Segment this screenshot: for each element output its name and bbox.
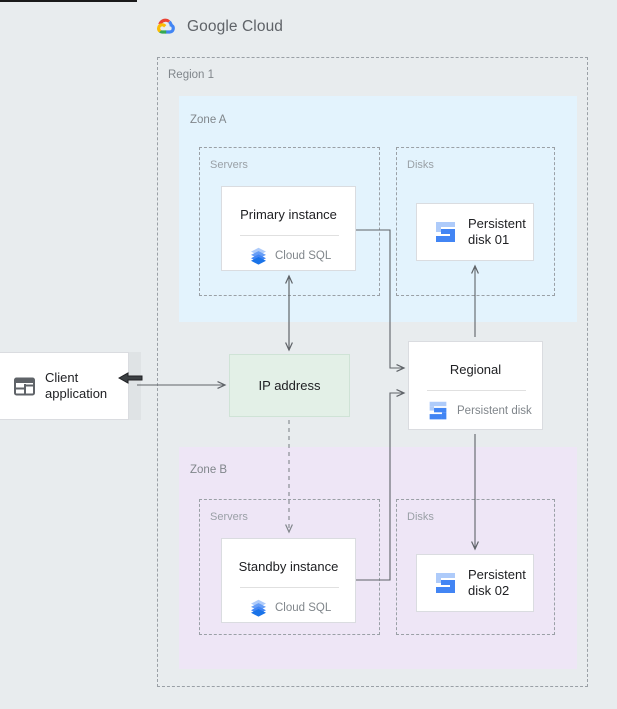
zone-a-label: Zone A — [190, 114, 227, 126]
mouse-pointer-left-icon — [117, 368, 144, 393]
standby-instance-title: Standby instance — [238, 559, 339, 574]
primary-instance-product: Cloud SQL — [250, 247, 331, 265]
zone-b-disks-label: Disks — [407, 511, 434, 523]
persistent-disk-icon — [433, 571, 458, 596]
ip-address-box[interactable]: IP address — [229, 354, 350, 417]
client-application-icon — [14, 377, 35, 396]
zone-b-label: Zone B — [190, 464, 228, 476]
regional-disk-title: Regional — [449, 362, 502, 377]
primary-instance-title: Primary instance — [240, 207, 337, 222]
standby-instance-product: Cloud SQL — [250, 599, 331, 617]
regional-persistent-disk-card[interactable]: Regional Persistent disk — [408, 341, 543, 430]
cloud-sql-icon — [250, 599, 267, 617]
brand-google: Google — [187, 18, 238, 36]
ip-address-label: IP address — [258, 378, 321, 393]
brand-cloud: Cloud — [242, 18, 284, 36]
top-divider-rule — [0, 0, 137, 2]
standby-instance-divider — [240, 587, 339, 588]
persistent-disk-icon — [427, 400, 449, 422]
zone-b-servers-label: Servers — [210, 511, 248, 523]
persistent-disk-icon — [433, 220, 458, 245]
standby-instance-product-label: Cloud SQL — [275, 602, 332, 614]
primary-instance-product-label: Cloud SQL — [275, 250, 332, 262]
google-cloud-logo-icon — [155, 17, 179, 37]
google-cloud-wordmark: Google Cloud — [187, 19, 283, 35]
zone-a-servers-label: Servers — [210, 159, 248, 171]
primary-instance-divider — [240, 235, 339, 236]
standby-instance-card[interactable]: Standby instance Cloud SQL — [221, 538, 356, 623]
google-cloud-logo: Google Cloud — [155, 17, 283, 37]
regional-disk-product: Persistent disk — [427, 400, 532, 422]
regional-disk-product-label: Persistent disk — [457, 405, 532, 417]
primary-instance-card[interactable]: Primary instance Cloud SQL — [221, 186, 356, 271]
regional-disk-divider — [427, 390, 526, 391]
cloud-sql-icon — [250, 247, 267, 265]
region-label: Region 1 — [168, 69, 215, 81]
zone-a-disks-label: Disks — [407, 159, 434, 171]
